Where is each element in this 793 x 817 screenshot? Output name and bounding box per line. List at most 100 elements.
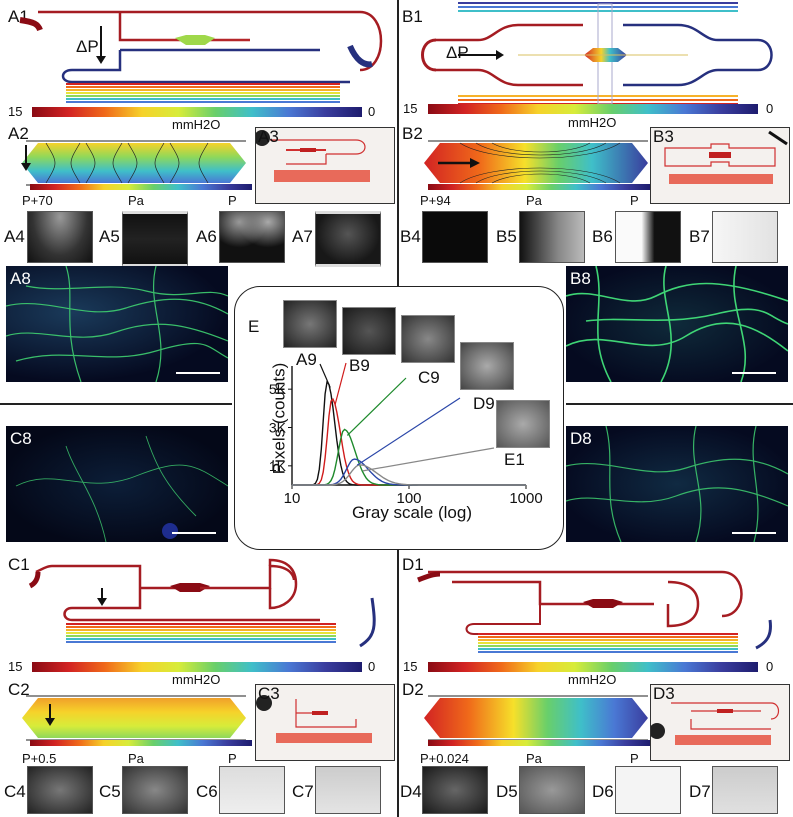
label-d5: D5	[496, 782, 518, 801]
colorbar-a-min: 0	[368, 104, 376, 119]
y-axis-label: Pixels (counts)	[269, 362, 289, 475]
c-pressure-mid: Pa	[128, 751, 144, 766]
colorbar-b-unit: mmH2O	[568, 115, 617, 130]
b-pressure-right: P	[630, 193, 639, 208]
label-d2: D2	[402, 680, 424, 699]
label-a8: A8	[10, 269, 31, 288]
label-d3: D3	[653, 684, 675, 703]
a-pressure-mid: Pa	[128, 193, 144, 208]
colorbar-c-max: 15	[8, 659, 23, 674]
c-pressure-left: P+0.5	[22, 751, 57, 766]
y-tick-label-3K: 3K	[269, 420, 287, 436]
x-tick-label-10: 10	[284, 490, 301, 507]
micrograph-a8	[6, 266, 228, 382]
inset-e1	[496, 400, 550, 448]
thumb-d7	[712, 766, 778, 814]
thumb-c7	[315, 766, 381, 814]
device-diagram-a1	[19, 10, 383, 103]
colorbar-a-max: 15	[8, 104, 23, 119]
histogram-series-4	[292, 464, 526, 486]
callout-d9: D9	[473, 394, 495, 413]
thumb-a4	[27, 211, 93, 263]
label-c5: C5	[99, 782, 121, 801]
inset-d9	[460, 342, 514, 390]
thumb-a6	[219, 211, 285, 263]
scalebar-a8	[176, 372, 220, 374]
label-d6: D6	[592, 782, 614, 801]
delta-p-a: ΔP	[76, 37, 99, 56]
callout-b9: B9	[349, 356, 370, 375]
colorbar-d2	[428, 740, 650, 746]
thumb-c5	[122, 766, 188, 814]
thumb-c4	[27, 766, 93, 814]
callout-c9: C9	[418, 368, 440, 387]
d-pressure-right: P	[630, 751, 639, 766]
b-pressure-mid: Pa	[526, 193, 542, 208]
label-c3: C3	[258, 684, 280, 703]
label-b2: B2	[402, 124, 423, 143]
label-a5: A5	[99, 227, 120, 246]
device-photo-b3	[650, 127, 790, 204]
label-c6: C6	[196, 782, 218, 801]
scalebar-c8	[172, 532, 216, 534]
label-a7: A7	[292, 227, 313, 246]
device-photo-c3	[255, 684, 395, 761]
b-pressure-left: P+94	[420, 193, 451, 208]
callout-line-B9	[334, 362, 347, 405]
device-diagram-c1	[28, 558, 376, 648]
label-b1: B1	[402, 7, 423, 26]
vertical-divider-bottom	[397, 548, 399, 817]
scalebar-b8	[732, 372, 776, 374]
inset-a9	[283, 300, 337, 348]
label-b3: B3	[653, 127, 674, 146]
label-a4: A4	[4, 227, 25, 246]
colorbar-a-unit: mmH2O	[172, 117, 221, 132]
label-c8: C8	[10, 429, 32, 448]
horizontal-divider-right	[566, 403, 793, 405]
device-photo-d3	[649, 684, 790, 761]
colorbar-c-unit: mmH2O	[172, 672, 221, 687]
colorbar-c2	[30, 740, 252, 746]
micrograph-d8	[566, 426, 788, 542]
label-b7: B7	[689, 227, 710, 246]
device-photo-a3	[254, 127, 395, 204]
colorbar-d-max: 15	[403, 659, 418, 674]
thumb-d5	[519, 766, 585, 814]
callout-e1: E1	[504, 450, 525, 469]
d-pressure-left: P+0.024	[420, 751, 469, 766]
label-b8: B8	[570, 269, 591, 288]
a-pressure-left: P+70	[22, 193, 53, 208]
thumb-a7	[315, 211, 381, 267]
colorbar-d-min: 0	[766, 659, 774, 674]
colorbar-b	[428, 104, 758, 114]
label-d7: D7	[689, 782, 711, 801]
label-b6: B6	[592, 227, 613, 246]
label-d8: D8	[570, 429, 592, 448]
label-c2: C2	[8, 680, 30, 699]
colorbar-c-min: 0	[368, 659, 376, 674]
colorbar-c	[32, 662, 362, 672]
x-tick-label-100: 100	[396, 490, 421, 507]
label-a6: A6	[196, 227, 217, 246]
vertical-divider-top	[397, 0, 399, 286]
colorbar-d	[428, 662, 758, 672]
horizontal-divider-left	[0, 403, 232, 405]
thumb-a5	[122, 211, 188, 267]
inset-c9	[401, 315, 455, 363]
micrograph-c8	[6, 426, 228, 542]
device-diagram-d1	[417, 570, 772, 653]
thumb-b6	[615, 211, 681, 263]
callout-a9: A9	[296, 350, 317, 369]
thumb-b5	[519, 211, 585, 263]
thumb-c6	[219, 766, 285, 814]
colorbar-a	[32, 107, 362, 117]
x-axis-label: Gray scale (log)	[352, 503, 472, 522]
label-d1: D1	[402, 555, 424, 574]
callout-line-D9	[356, 397, 461, 466]
callout-line-E1	[362, 447, 495, 472]
label-d4: D4	[400, 782, 422, 801]
label-b4: B4	[400, 227, 421, 246]
inset-b9	[342, 307, 396, 355]
scalebar-d8	[732, 532, 776, 534]
label-a2: A2	[8, 124, 29, 143]
